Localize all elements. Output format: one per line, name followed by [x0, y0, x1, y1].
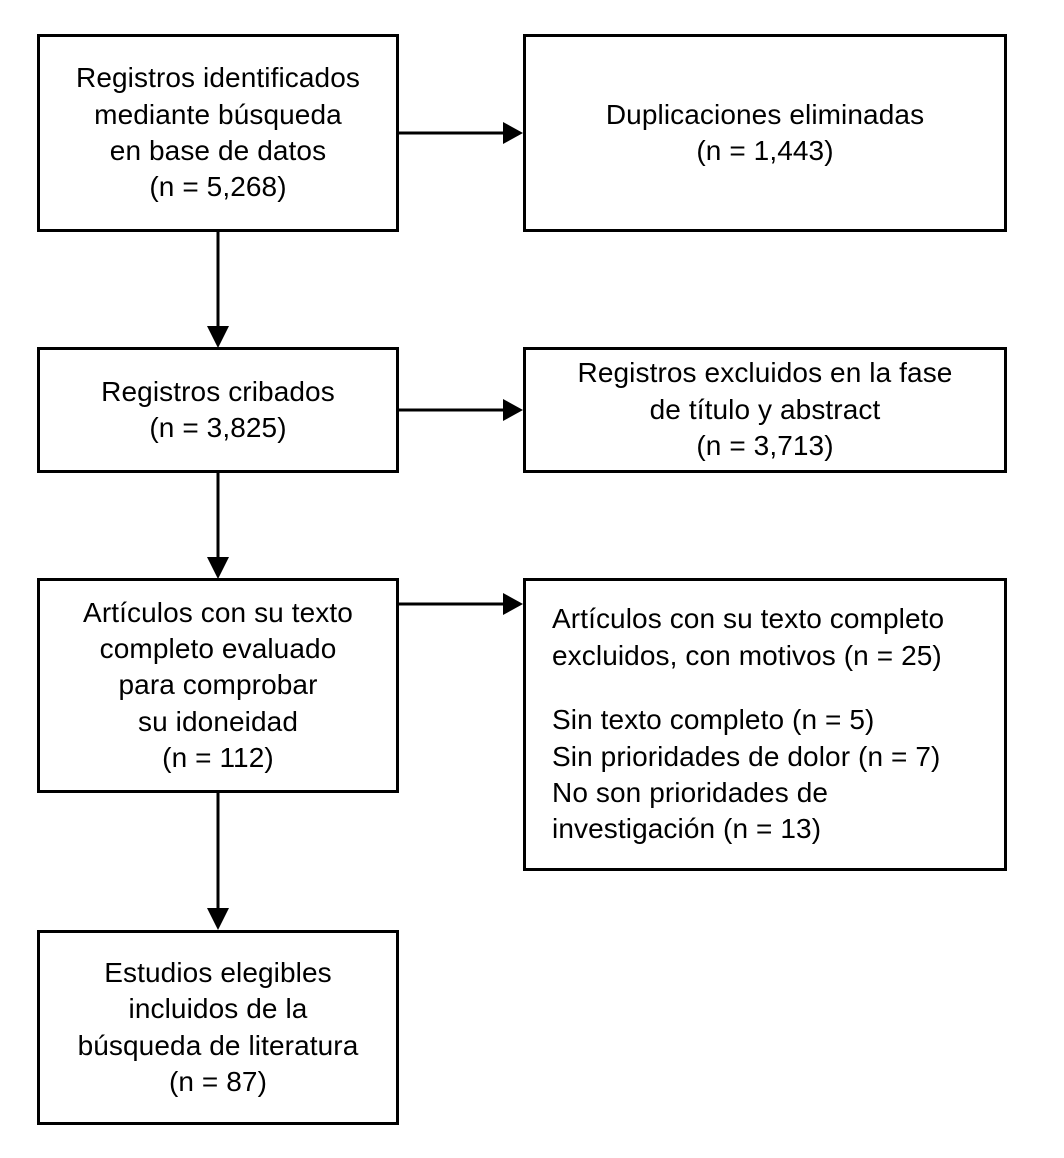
box-line: Artículos con su texto — [83, 596, 353, 628]
reason-line: Sin prioridades de dolor (n = 7) — [552, 740, 941, 772]
arrow-fulltext-to-excluded-reasons — [399, 589, 525, 619]
box-line: de título y abstract — [649, 393, 881, 425]
box-line: su idoneidad — [138, 705, 298, 737]
box-duplicates-removed: Duplicaciones eliminadas (n = 1,443) — [523, 34, 1007, 232]
box-records-excluded-title-abstract: Registros excluidos en la fase de título… — [523, 347, 1007, 473]
box-line: incluidos de la — [128, 993, 308, 1025]
box-line-count: (n = 3,713) — [696, 430, 834, 462]
box-line: Duplicaciones eliminadas — [605, 98, 925, 130]
arrow-fulltext-to-included — [203, 793, 233, 931]
box-line-count: excluidos, con motivos (n = 25) — [552, 639, 942, 671]
box-line: para comprobar — [118, 669, 318, 701]
reason-line: Sin texto completo (n = 5) — [552, 704, 875, 736]
reason-line: No son prioridades de — [552, 776, 829, 808]
box-line: en base de datos — [109, 135, 327, 166]
box-line-count: (n = 3,825) — [149, 412, 287, 443]
box-records-identified: Registros identificados mediante búsqued… — [37, 34, 399, 232]
reason-line: investigación (n = 13) — [552, 813, 822, 845]
box-line: Estudios elegibles — [104, 956, 332, 988]
arrow-identified-to-screened — [203, 232, 233, 349]
box-line-count: (n = 87) — [168, 1065, 268, 1097]
box-line: Registros excluidos en la fase — [577, 357, 953, 389]
box-line: búsqueda de literatura — [77, 1029, 359, 1061]
box-line-count: (n = 1,443) — [696, 135, 834, 166]
arrow-identified-to-duplicates — [399, 118, 525, 148]
box-line-count: (n = 5,268) — [149, 171, 287, 203]
box-fulltext-excluded-with-reasons: Artículos con su texto completo excluido… — [523, 578, 1007, 871]
box-fulltext-assessed: Artículos con su texto completo evaluado… — [37, 578, 399, 793]
arrow-screened-to-excluded-title-abstract — [399, 395, 525, 425]
box-line: Registros identificados — [76, 62, 360, 94]
box-line: Artículos con su texto completo — [552, 603, 945, 635]
box-line-count: (n = 112) — [162, 742, 274, 774]
box-line: completo evaluado — [99, 632, 337, 664]
arrow-screened-to-fulltext — [203, 473, 233, 580]
box-studies-included: Estudios elegibles incluidos de la búsqu… — [37, 930, 399, 1125]
box-line: mediante búsqueda — [94, 98, 342, 130]
box-records-screened: Registros cribados (n = 3,825) — [37, 347, 399, 473]
box-line: Registros cribados — [101, 375, 335, 407]
